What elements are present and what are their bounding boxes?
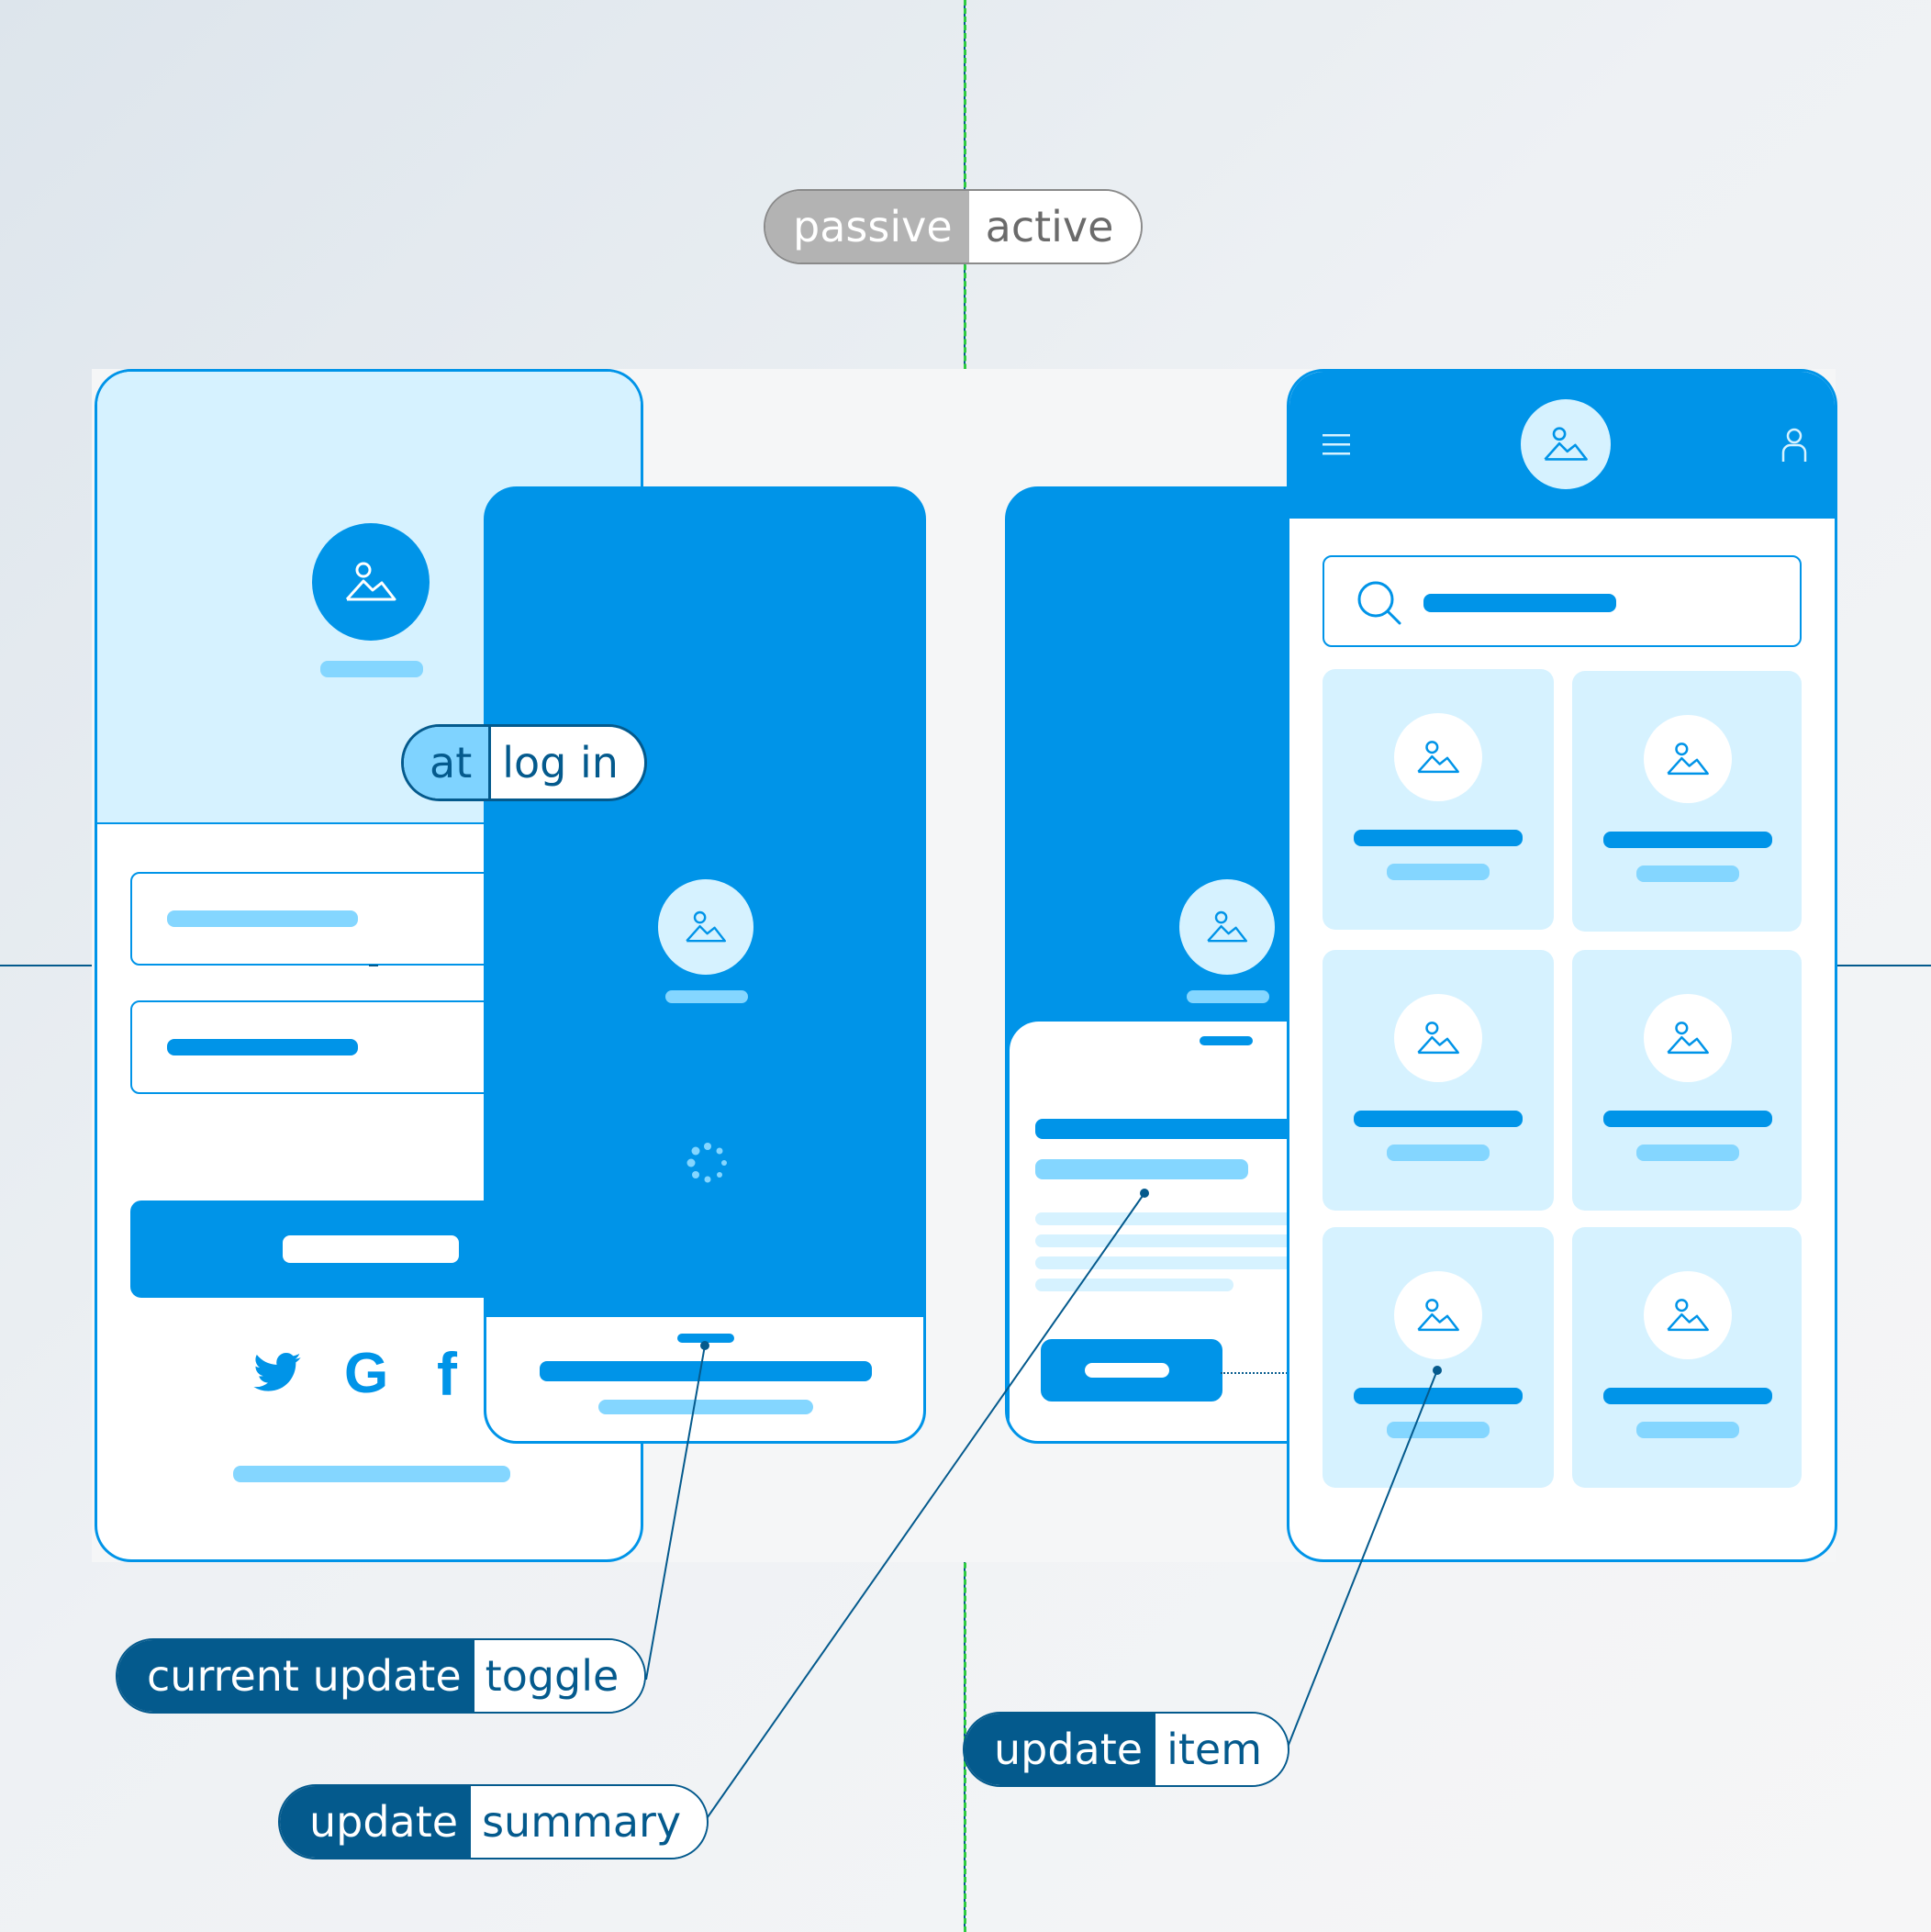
username-placeholder: [167, 910, 358, 927]
card-thumbnail: [1394, 994, 1482, 1082]
card-thumbnail: [1644, 994, 1732, 1082]
summary-sheet-handle[interactable]: [1200, 1036, 1253, 1045]
toast-bottom-sheet[interactable]: [486, 1315, 923, 1441]
callout-light-segment: summary: [471, 1786, 708, 1858]
catalog-card[interactable]: [1323, 669, 1554, 930]
password-value: [167, 1039, 358, 1055]
detail-title-placeholder: [1187, 990, 1269, 1003]
catalog-card[interactable]: [1323, 950, 1554, 1211]
card-thumbnail: [1394, 1271, 1482, 1359]
login-state-pill[interactable]: at log in: [401, 724, 647, 801]
mode-toggle-pill[interactable]: passive active: [764, 189, 1144, 264]
callout-dark-segment: update: [965, 1714, 1156, 1785]
login-button-label-placeholder: [283, 1235, 459, 1263]
google-login[interactable]: G: [344, 1342, 389, 1405]
loading-spinner-icon: [686, 1143, 727, 1183]
search-bar[interactable]: [1323, 555, 1802, 647]
loading-screen-frame: [484, 486, 926, 1444]
card-subtitle-placeholder: [1636, 1422, 1739, 1438]
password-field[interactable]: [130, 1000, 516, 1094]
image-icon: [1417, 741, 1459, 774]
navigate-arrow: [1221, 1372, 1298, 1374]
image-icon: [345, 562, 396, 601]
catalog-screen-frame: [1287, 369, 1837, 1562]
callout-update-item[interactable]: update item: [963, 1712, 1290, 1787]
app-bar: [1289, 372, 1835, 519]
catalog-card[interactable]: [1572, 671, 1802, 932]
card-subtitle-placeholder: [1636, 1145, 1739, 1161]
callout-light-segment: item: [1155, 1714, 1289, 1785]
card-title-placeholder: [1354, 1111, 1523, 1127]
facebook-login[interactable]: f: [437, 1340, 457, 1408]
summary-subtitle-placeholder: [1035, 1159, 1248, 1179]
toast-subtitle-placeholder: [598, 1400, 813, 1414]
detail-logo-avatar: [1179, 879, 1275, 975]
callout-dark-segment: current update: [117, 1640, 474, 1712]
image-icon: [1667, 1022, 1709, 1055]
callout-light-segment: toggle: [474, 1640, 645, 1712]
callout-update-summary[interactable]: update summary: [278, 1784, 709, 1859]
at-segment[interactable]: at: [404, 727, 492, 798]
callout-current-update-toggle[interactable]: current update toggle: [116, 1638, 647, 1714]
callout-dark-segment: update: [280, 1786, 472, 1858]
passive-segment[interactable]: passive: [765, 191, 969, 262]
catalog-card[interactable]: [1572, 1227, 1802, 1488]
twitter-icon: [253, 1352, 301, 1391]
image-icon: [686, 910, 726, 943]
active-segment[interactable]: active: [968, 191, 1142, 262]
hamburger-menu-icon[interactable]: [1323, 432, 1354, 458]
search-query-placeholder: [1423, 594, 1616, 612]
summary-action-button[interactable]: [1041, 1339, 1222, 1402]
catalog-card[interactable]: [1572, 950, 1802, 1211]
login-button[interactable]: [130, 1201, 516, 1298]
signup-link-placeholder[interactable]: [233, 1466, 510, 1482]
card-title-placeholder: [1603, 1111, 1772, 1127]
card-title-placeholder: [1354, 830, 1523, 846]
loading-title-placeholder: [665, 990, 748, 1003]
search-icon: [1357, 581, 1401, 625]
card-thumbnail: [1394, 713, 1482, 801]
log-in-segment[interactable]: log in: [491, 727, 644, 798]
connector-tick: [369, 965, 378, 966]
card-title-placeholder: [1603, 832, 1772, 848]
loading-logo-avatar: [658, 879, 753, 975]
card-subtitle-placeholder: [1387, 1145, 1490, 1161]
card-subtitle-placeholder: [1387, 864, 1490, 880]
app-title-placeholder: [320, 661, 423, 677]
image-icon: [1544, 427, 1588, 461]
card-title-placeholder: [1354, 1388, 1523, 1404]
toast-title-placeholder: [540, 1361, 872, 1381]
sheet-handle[interactable]: [677, 1334, 734, 1343]
image-icon: [1417, 1299, 1459, 1332]
summary-text-line: [1035, 1279, 1233, 1291]
card-thumbnail: [1644, 715, 1732, 803]
image-icon: [1207, 910, 1247, 943]
twitter-login[interactable]: [251, 1352, 303, 1398]
catalog-card[interactable]: [1323, 1227, 1554, 1488]
logo-avatar: [312, 523, 430, 641]
summary-action-label-placeholder: [1085, 1363, 1169, 1378]
card-subtitle-placeholder: [1636, 865, 1739, 882]
image-icon: [1667, 743, 1709, 776]
card-thumbnail: [1644, 1271, 1732, 1359]
user-icon[interactable]: [1780, 427, 1808, 463]
app-bar-logo: [1521, 399, 1611, 489]
image-icon: [1667, 1299, 1709, 1332]
card-title-placeholder: [1603, 1388, 1772, 1404]
username-field[interactable]: [130, 872, 516, 966]
image-icon: [1417, 1022, 1459, 1055]
